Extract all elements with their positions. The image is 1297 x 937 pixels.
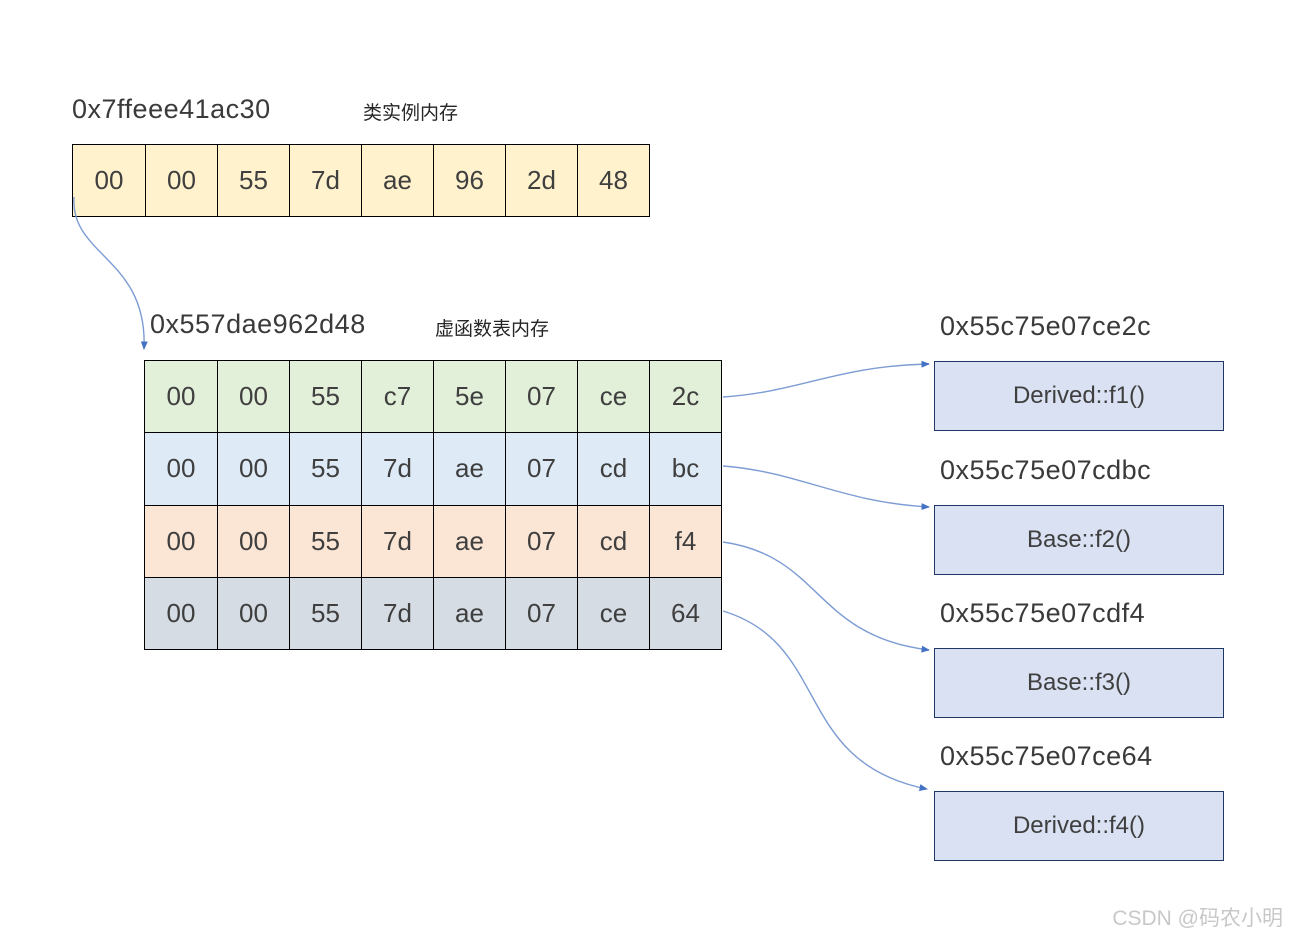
byte-cell: 7d <box>361 433 433 505</box>
byte-cell: 00 <box>166 381 196 412</box>
byte-cell: ae <box>433 577 505 649</box>
function-address-f4: 0x55c75e07ce64 <box>940 741 1153 771</box>
byte-cell: cd <box>577 433 649 505</box>
byte-cell: 07 <box>505 361 577 433</box>
vtable-row-1: 00 00 55 c7 5e 07 ce 2c <box>145 361 721 433</box>
byte-cell: 55 <box>289 505 361 577</box>
byte-cell: 00 <box>145 145 217 216</box>
byte-cell: ae <box>433 505 505 577</box>
vtable-row-4: 00 00 55 7d ae 07 ce 64 <box>145 576 721 649</box>
byte-cell: 7d <box>289 145 361 216</box>
arrow-row2-to-base-f2 <box>722 465 930 511</box>
byte-cell: 96 <box>433 145 505 216</box>
byte-cell: c7 <box>361 361 433 433</box>
vtable-row-2: 00 00 55 7d ae 07 cd bc <box>145 432 721 505</box>
byte-cell: 00 <box>217 505 289 577</box>
byte-cell: 55 <box>289 433 361 505</box>
byte-cell: 64 <box>649 577 721 649</box>
byte-cell: 00 <box>94 165 124 195</box>
function-address-f1: 0x55c75e07ce2c <box>940 311 1152 341</box>
byte-cell: 07 <box>505 505 577 577</box>
byte-cell: 7d <box>361 577 433 649</box>
byte-cell: ce <box>577 577 649 649</box>
byte-cell: 55 <box>289 577 361 649</box>
byte-cell: ce <box>577 361 649 433</box>
byte-cell: 7d <box>361 505 433 577</box>
vtable-memory-caption: 虚函数表内存 <box>435 319 550 340</box>
byte-cell: 00 <box>217 361 289 433</box>
function-box-base-f3: Base::f3() <box>934 648 1224 718</box>
watermark: CSDN @码农小明 <box>1112 907 1283 930</box>
function-name: Derived::f4() <box>1012 812 1146 839</box>
function-box-derived-f1: Derived::f1() <box>934 361 1224 431</box>
arrow-instance-to-vtable <box>73 196 148 350</box>
instance-memory-address: 0x7ffeee41ac30 <box>72 94 271 124</box>
instance-memory-table: 00 00 55 7d ae 96 2d 48 <box>72 144 650 217</box>
instance-byte-row: 00 00 55 7d ae 96 2d 48 <box>73 145 649 216</box>
byte-cell: 00 <box>166 453 196 484</box>
byte-cell: 55 <box>289 361 361 433</box>
function-name: Base::f2() <box>1026 526 1132 553</box>
arrow-row3-to-base-f3 <box>722 541 930 653</box>
function-box-base-f2: Base::f2() <box>934 505 1224 575</box>
byte-cell: 00 <box>217 433 289 505</box>
vtable-memory-address: 0x557dae962d48 <box>150 309 366 339</box>
byte-cell: 00 <box>166 525 196 556</box>
byte-cell: 00 <box>166 597 196 628</box>
vtable-row-3: 00 00 55 7d ae 07 cd f4 <box>145 504 721 577</box>
arrow-row4-to-derived-f4 <box>722 610 928 791</box>
byte-cell: 00 <box>217 577 289 649</box>
byte-cell: f4 <box>649 505 721 577</box>
byte-cell: 55 <box>217 145 289 216</box>
byte-cell: cd <box>577 505 649 577</box>
function-address-f2: 0x55c75e07cdbc <box>940 455 1152 485</box>
byte-cell: 48 <box>577 145 649 216</box>
vtable-memory-table: 00 00 55 c7 5e 07 ce 2c 00 00 55 7d ae 0… <box>144 360 722 650</box>
function-address-f3: 0x55c75e07cdf4 <box>940 598 1146 628</box>
byte-cell: 2d <box>505 145 577 216</box>
arrow-row1-to-derived-f1 <box>722 360 930 398</box>
byte-cell: ae <box>433 433 505 505</box>
function-box-derived-f4: Derived::f4() <box>934 791 1224 861</box>
byte-cell: ae <box>361 145 433 216</box>
function-name: Derived::f1() <box>1012 382 1146 409</box>
byte-cell: 07 <box>505 577 577 649</box>
byte-cell: 07 <box>505 433 577 505</box>
byte-cell: 2c <box>649 361 721 433</box>
instance-memory-caption: 类实例内存 <box>363 103 459 124</box>
byte-cell: 5e <box>433 361 505 433</box>
function-name: Base::f3() <box>1026 669 1132 696</box>
byte-cell: bc <box>649 433 721 505</box>
